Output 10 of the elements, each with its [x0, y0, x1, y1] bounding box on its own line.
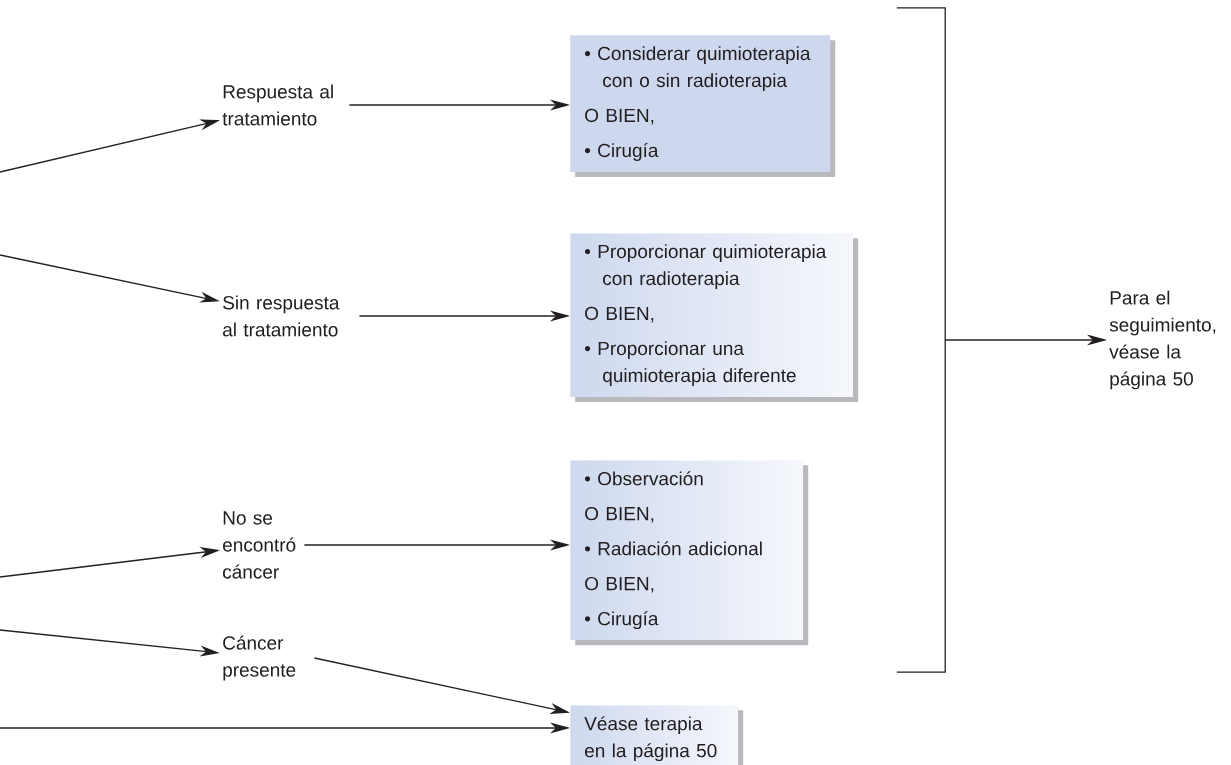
branch-label: No se encontró cáncer [223, 511, 296, 579]
treatment-box: • Considerar quimioterapia con o sin radioterapia O BIEN, • Cirugía [570, 35, 836, 177]
branch-label: Sin respuesta al tratamiento [223, 295, 340, 337]
treatment-box: • Proporcionar quimioterapia con radioterapia O BIEN, • Proporcionar una quimioterapia diferente [570, 233, 859, 402]
branch-label: Para el seguimiento, véase la página 50 [1109, 290, 1216, 390]
treatment-box: • Observación O BIEN, • Radiación adicional O BIEN, • Cirugía [570, 460, 809, 646]
branch-label: Cáncer presente [223, 635, 296, 681]
branch-label: Respuesta al tratamiento [222, 84, 333, 126]
treatment-box: Véase terapia en la página 50 [570, 705, 744, 765]
bracket [896, 7, 946, 673]
